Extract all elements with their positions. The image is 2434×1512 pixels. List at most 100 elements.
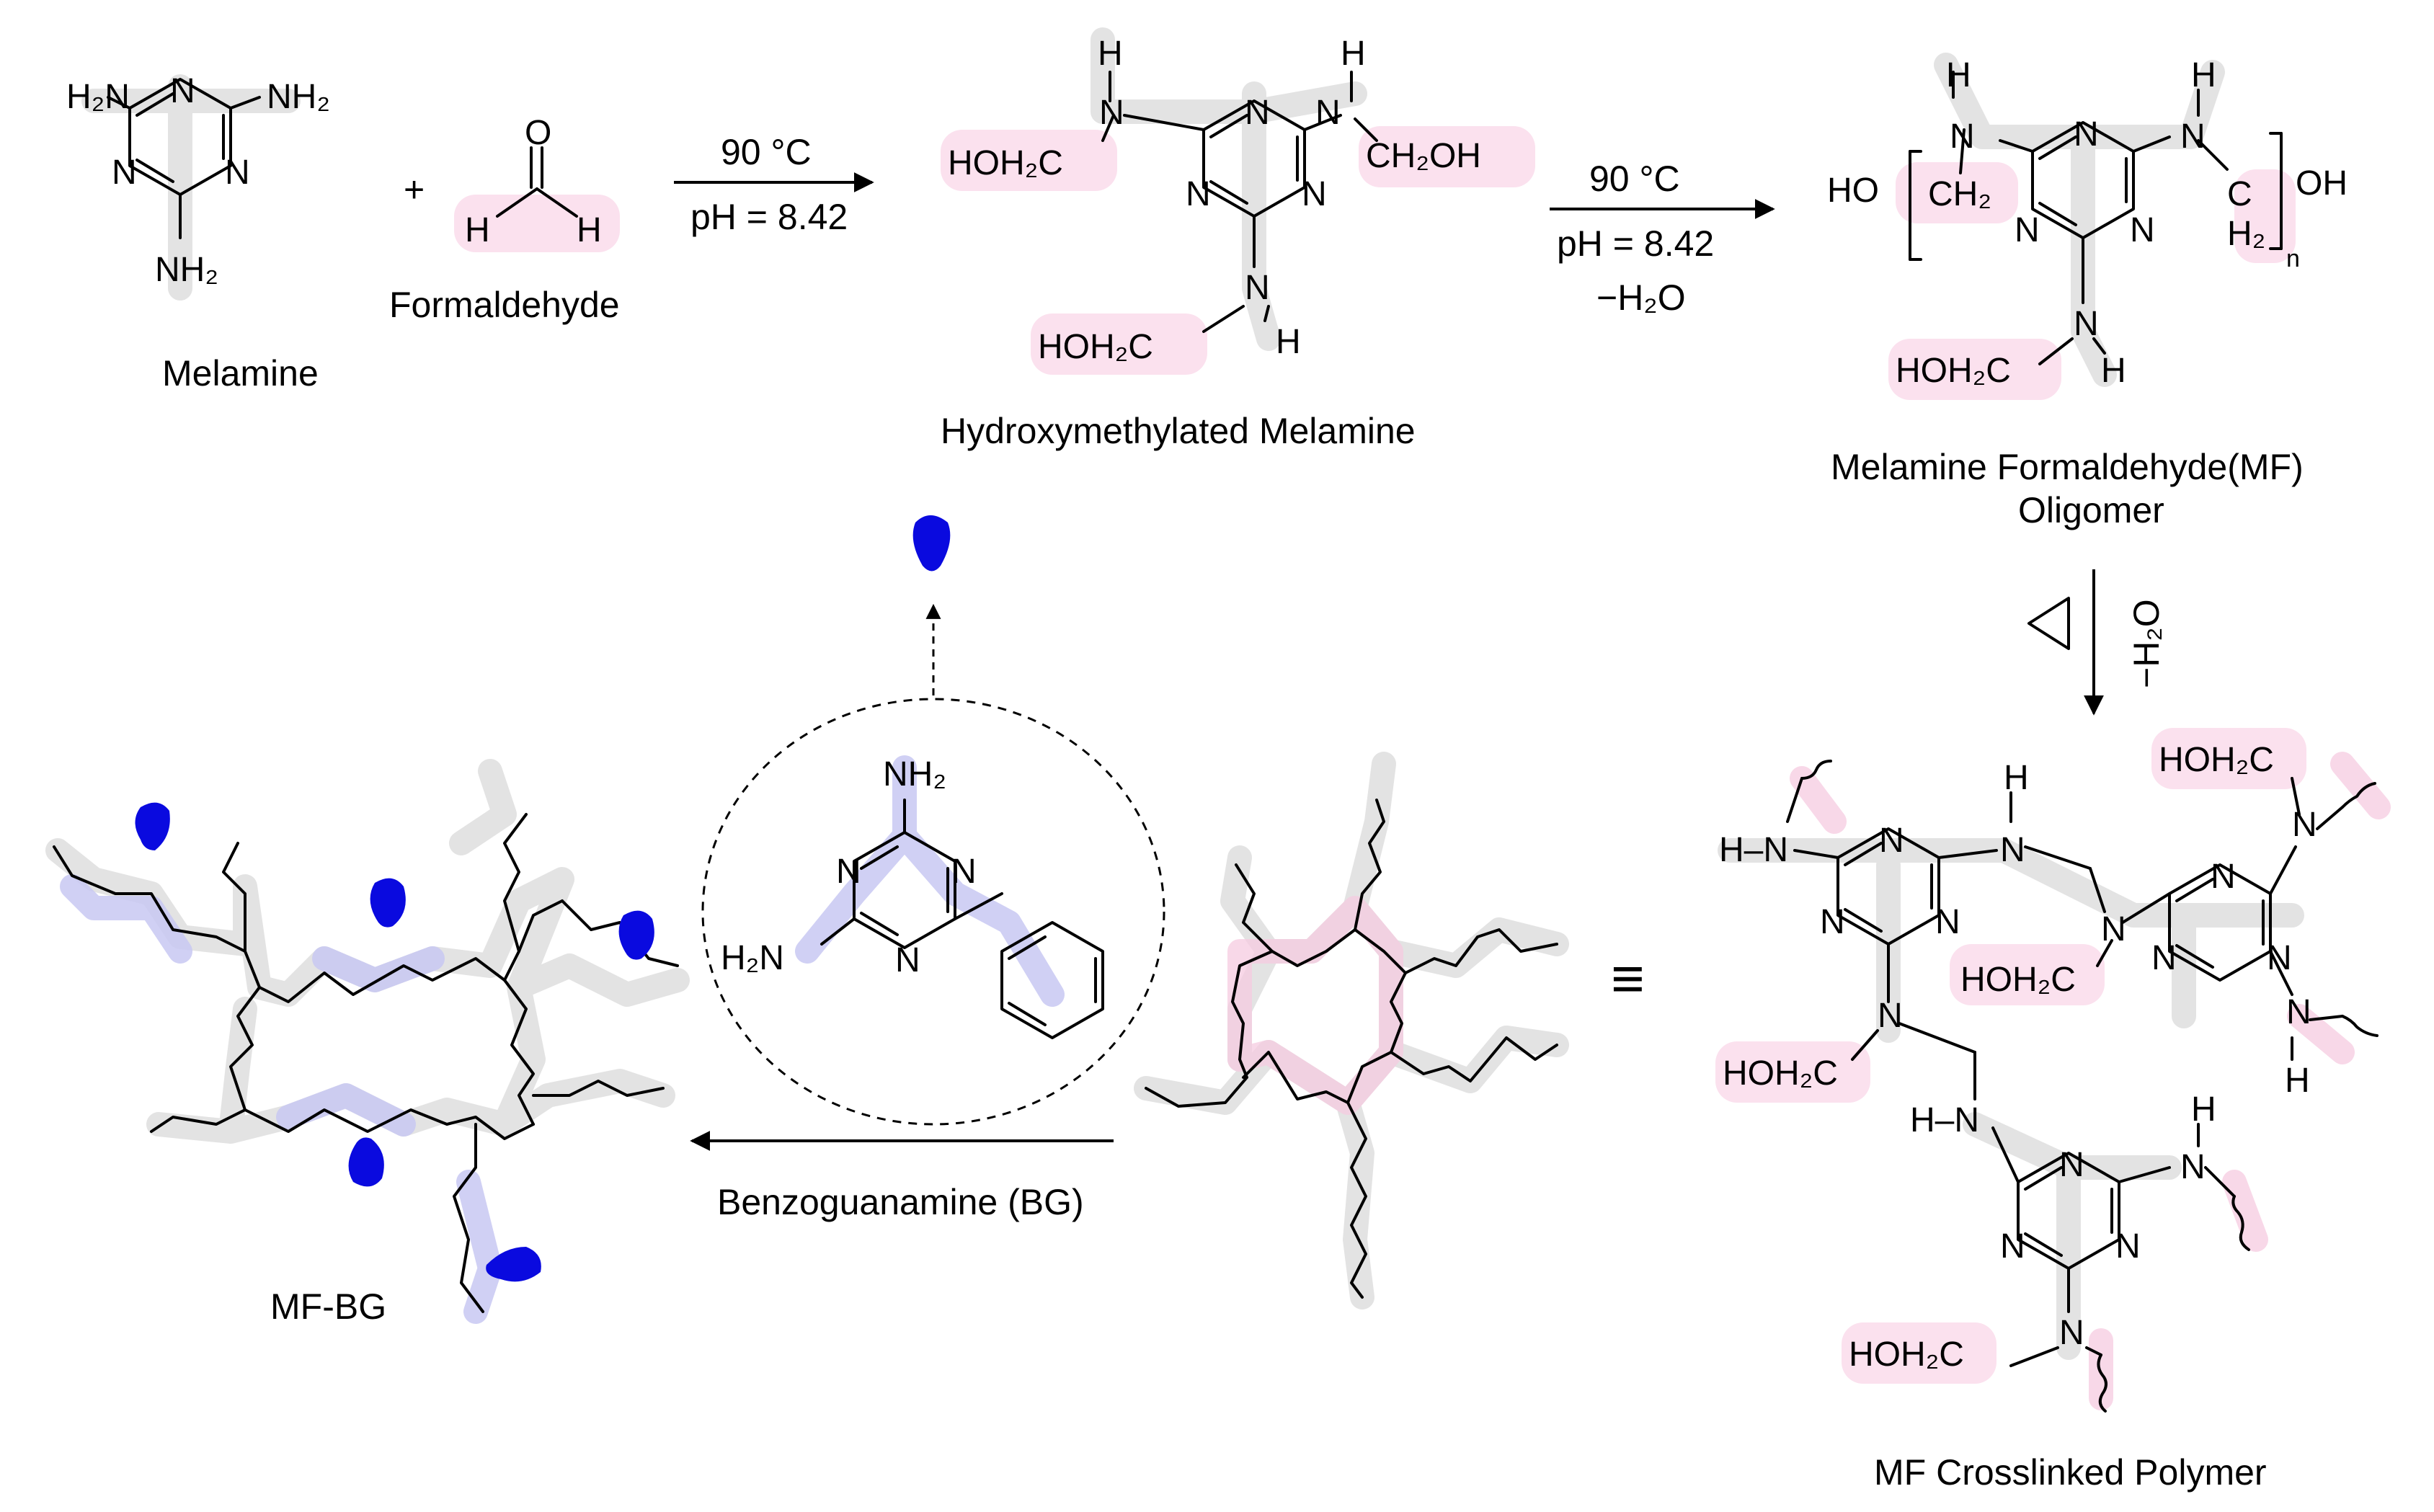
ring-n: N [2059,1146,2084,1184]
hoh2c-group: HOH₂C [1038,328,1153,366]
step1-temperature: 90 °C [721,132,812,172]
atom-h: H [2004,759,2029,797]
atom-n: N [2180,1148,2206,1186]
ring-n: N [112,154,137,192]
atom-n: N [2292,806,2317,844]
atom-n: N [2101,910,2126,948]
melamine-nh2-right: NH₂ [267,78,330,116]
melamine-label: Melamine [162,353,319,393]
ring-n: N [1935,903,1960,941]
bg-nh2-top: NH₂ [883,755,946,793]
ring-n: N [1302,175,1327,213]
hoh2c-group: HOH₂C [1896,352,2011,390]
h-n-group: H–N [1910,1101,1979,1139]
hoh2c-group: HOH₂C [1723,1054,1838,1093]
ring-n: N [895,941,920,979]
oligomer-label-line1: Melamine Formaldehyde(MF) [1831,447,2304,487]
blob-icon-3 [618,910,654,960]
dashed-circle [701,698,1165,1126]
oh-end-group: OH [2296,164,2348,203]
atom-h: H [1276,323,1301,361]
atom-n: N [2059,1314,2084,1352]
atom-n: N [2180,117,2206,156]
ring-n: N [2015,211,2040,249]
ring-n: N [836,853,861,891]
ring-n: N [2211,858,2236,896]
atom-c: C [2227,175,2252,213]
ch2oh-group: CH₂OH [1366,137,1481,175]
formaldehyde-h: H [577,211,602,249]
mf-oligomer-structure: H N HO CH₂ H N C H₂ OH n N N N N H HOH₂C [1827,53,2348,400]
step1-ph: pH = 8.42 [690,197,848,237]
formaldehyde-label: Formaldehyde [389,285,620,325]
atom-n: N [2000,831,2025,869]
melamine-h2n-left: H₂N [66,78,130,116]
ring-n: N [170,72,195,110]
formaldehyde-h: H [465,211,490,249]
melamine-structure: H₂N NH₂ NH₂ N N N [66,72,330,301]
formaldehyde-o: O [525,114,551,152]
ring-n: N [225,154,250,192]
bg-h2n-left: H₂N [721,939,784,977]
hydroxymethylated-label: Hydroxymethylated Melamine [941,411,1416,451]
step2-ph: pH = 8.42 [1557,223,1714,264]
atom-n: N [1315,94,1341,132]
atom-h: H [2285,1062,2310,1100]
h-n-group: H–N [1719,831,1788,869]
atom-n: N [2074,305,2099,343]
mf-crosslinked-structure: H–N N N N H N N HOH₂C N N N HOH₂C N N H … [1715,728,2391,1413]
ch2-group: CH₂ [1928,175,1991,213]
blob-icon-5 [486,1247,541,1282]
atom-n: N [2286,993,2311,1031]
ring-n: N [2267,939,2292,977]
ring-n: N [1820,903,1845,941]
ho-end-group: HO [1827,172,1879,210]
formaldehyde-structure: O H H [454,114,620,252]
hoh2c-group: HOH₂C [2159,741,2274,779]
atom-n: N [1245,269,1270,307]
ring-n: N [2074,115,2099,154]
atom-n: N [1878,997,1903,1035]
plus-sign: + [404,169,425,210]
atom-n: N [1099,94,1124,132]
ring-n: N [1186,175,1211,213]
hoh2c-group: HOH₂C [1960,961,2076,999]
hydroxymethylated-melamine-structure: H N HOH₂C H N CH₂OH N N N N H HOH₂C [941,27,1535,375]
atom-h: H [1946,56,1971,94]
ring-n: N [1879,822,1904,860]
atom-h: H [1098,35,1123,73]
mf-network-schematic [1134,752,1569,1309]
ring-n: N [2130,211,2155,249]
ring-n: N [951,853,977,891]
blob-icon-1 [135,802,170,850]
ring-n: N [2115,1227,2141,1266]
step2-water-loss: −H₂O [1596,277,1686,318]
atom-h: H [2101,352,2126,390]
repeat-subscript: n [2286,245,2300,272]
bg-blob-icon [912,515,951,572]
atom-h: H [2191,1090,2216,1129]
heat-triangle-icon [2027,597,2070,650]
step2-temperature: 90 °C [1589,159,1680,199]
step4-reagent: Benzoguanamine (BG) [717,1182,1084,1222]
hoh2c-group: HOH₂C [948,144,1063,182]
ring-n: N [1245,94,1270,132]
atom-h: H [1341,35,1366,73]
ring-n: N [2000,1227,2025,1266]
atom-h: H [2191,56,2216,94]
step3-water-loss: −H₂O [2126,599,2167,688]
mf-bg-network [45,759,690,1324]
benzoguanamine-structure: NH₂ H₂N N N N [701,698,1165,1126]
atom-n: N [1950,117,1975,156]
crosslinked-label: MF Crosslinked Polymer [1874,1452,2267,1493]
blob-icon-2 [370,878,406,928]
hoh2c-group: HOH₂C [1849,1335,1964,1374]
ring-n: N [2151,939,2177,977]
melamine-nh2-bottom: NH₂ [155,251,218,289]
blob-icon-4 [348,1137,384,1187]
h2-group: H₂ [2227,215,2265,253]
mf-bg-label: MF-BG [270,1286,386,1327]
equivalence-sign: ≡ [1611,946,1645,1010]
oligomer-label-line2: Oligomer [2018,490,2164,530]
